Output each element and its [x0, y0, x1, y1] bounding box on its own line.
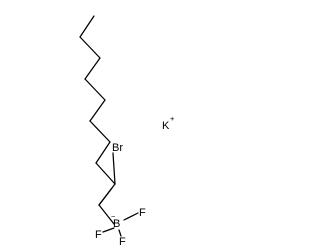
- trifluoroborate-group: [102, 212, 139, 237]
- fluorine-lower-atom-label: F: [119, 236, 126, 248]
- chain-bond-4: [84, 78, 106, 101]
- chemical-structure: Br B − F F F K +: [79, 15, 175, 248]
- boron-charge-label: −: [111, 212, 116, 221]
- boron-atom-label: B: [113, 218, 120, 230]
- potassium-charge-label: +: [170, 114, 175, 123]
- chain-bond-6: [89, 120, 111, 143]
- chain-bond-7: [95, 141, 111, 164]
- c-b-bond: [98, 204, 115, 225]
- bromine-atom-label: Br: [112, 142, 123, 154]
- b-f-bond-left: [102, 227, 115, 233]
- fluorine-right-atom-label: F: [139, 207, 146, 219]
- chain-bond-1: [79, 15, 95, 38]
- c-br-bond: [112, 152, 116, 185]
- b-f-bond-right: [123, 212, 139, 221]
- chain-bond-3: [84, 57, 101, 80]
- vinyl-group: [95, 152, 116, 225]
- chain-bond-5: [89, 99, 106, 122]
- chain-bond-2: [79, 36, 101, 59]
- potassium-atom-label: K: [162, 120, 170, 132]
- chain-bond-8: [95, 162, 116, 185]
- alkyl-chain: [79, 15, 111, 164]
- b-f-bond-lower: [118, 229, 122, 237]
- double-bond-inner: [98, 187, 113, 206]
- fluorine-left-atom-label: F: [95, 229, 102, 241]
